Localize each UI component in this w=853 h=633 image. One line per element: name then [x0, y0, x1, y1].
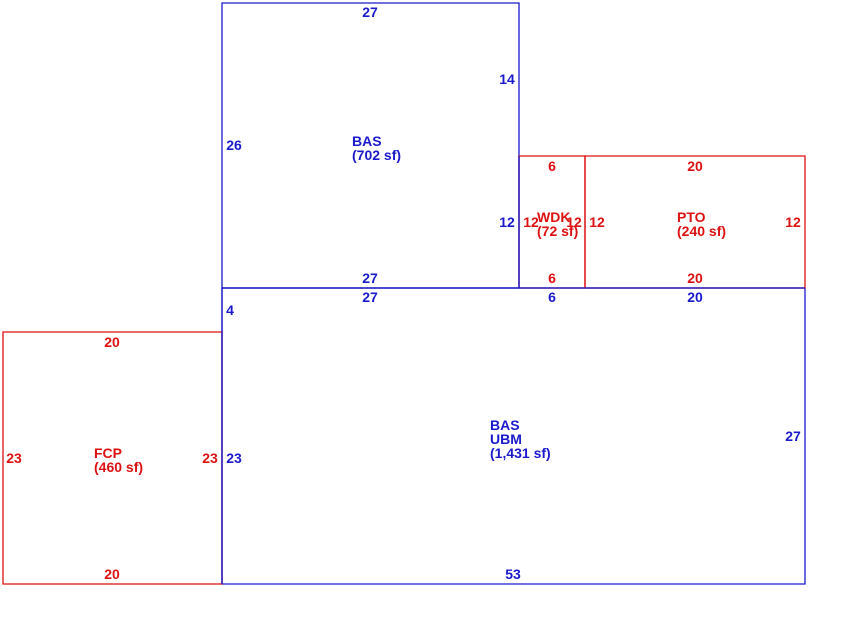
bas-upper-code: BAS: [352, 133, 382, 149]
bas-lower-size: (1,431 sf): [490, 445, 551, 461]
pto-size: (240 sf): [677, 223, 726, 239]
dim-bas-upper-right: 14: [499, 71, 515, 87]
dim-fcp-right: 23: [202, 450, 218, 466]
dim-bas-lower-right: 27: [785, 428, 801, 444]
pto-code: PTO: [677, 209, 706, 225]
bas-lower-code2: UBM: [490, 431, 522, 447]
wdk-code: WDK: [537, 209, 570, 225]
dim-fcp-top: 20: [104, 334, 120, 350]
dim-pto-right: 12: [785, 214, 801, 230]
dim-bas-lower-left-lower: 23: [226, 450, 242, 466]
fcp-code: FCP: [94, 445, 122, 461]
dim-wdk-top: 6: [548, 158, 556, 174]
dim-bas-lower-top1: 27: [362, 289, 378, 305]
dim-bas-lower-top2: 6: [548, 289, 556, 305]
bas-lower-code: BAS: [490, 417, 520, 433]
bas-upper-size: (702 sf): [352, 147, 401, 163]
dim-pto-bottom: 20: [687, 270, 703, 286]
wdk-size: (72 sf): [537, 223, 578, 239]
dim-bas-upper-left: 26: [226, 137, 242, 153]
dim-bas-lower-left-upper: 4: [226, 302, 234, 318]
dim-fcp-bottom: 20: [104, 566, 120, 582]
dim-fcp-left: 23: [6, 450, 22, 466]
dim-bas-upper-top: 27: [362, 4, 378, 20]
dim-wdk-left: 12: [523, 214, 539, 230]
dim-bas-upper-bottom: 27: [362, 270, 378, 286]
dim-wdk-right: 12: [566, 214, 582, 230]
fcp-size: (460 sf): [94, 459, 143, 475]
dim-wdk-bottom: 6: [548, 270, 556, 286]
dim-bas-lower-bottom: 53: [505, 566, 521, 582]
dim-bas-lower-top3: 20: [687, 289, 703, 305]
dim-bas-upper-step: 12: [499, 214, 515, 230]
dim-pto-left: 12: [589, 214, 605, 230]
dim-pto-top: 20: [687, 158, 703, 174]
